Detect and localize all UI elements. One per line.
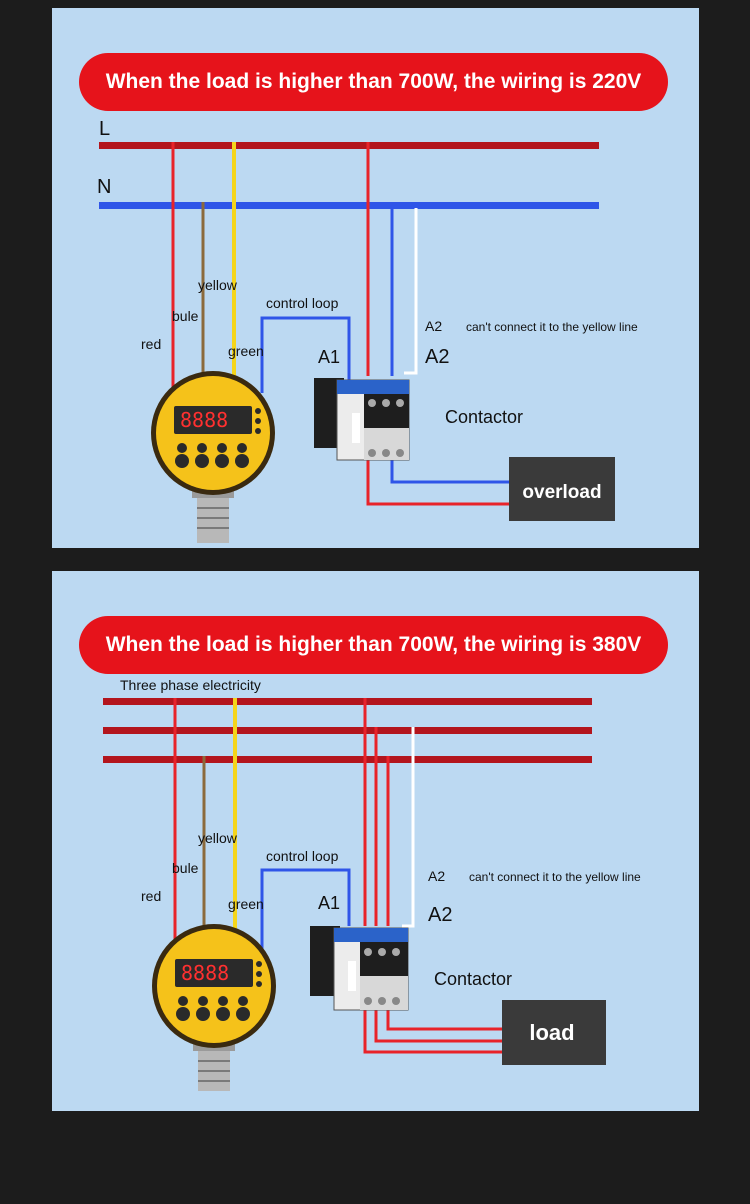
red-label-2: red bbox=[141, 888, 161, 904]
contactor-device bbox=[314, 378, 410, 461]
n-label: N bbox=[97, 176, 111, 198]
output-blue-wire bbox=[390, 448, 509, 484]
overload-box bbox=[509, 457, 615, 521]
control-loop-wire-2 bbox=[260, 868, 351, 956]
yellow-label: yellow bbox=[198, 277, 238, 293]
pressure-controller: 8888 bbox=[151, 371, 275, 543]
a2-label: A2 bbox=[425, 346, 449, 368]
a2-top-label-2: A2 bbox=[428, 868, 445, 884]
a1-label-2: A1 bbox=[318, 893, 340, 913]
wiring-diagram-380v: Three phase electricity 888 bbox=[103, 677, 641, 1091]
bule-label-2: bule bbox=[172, 860, 199, 876]
control-loop-wire bbox=[260, 316, 351, 393]
output-wire-2 bbox=[374, 996, 502, 1043]
green-label-2: green bbox=[228, 896, 264, 912]
banner-220v: When the load is higher than 700W, the w… bbox=[79, 53, 668, 111]
l-line bbox=[99, 142, 599, 149]
contactor-label-2: Contactor bbox=[434, 969, 512, 989]
a2-white-wire-2 bbox=[402, 727, 415, 928]
phase-line-1 bbox=[103, 698, 592, 705]
green-label: green bbox=[228, 343, 264, 359]
l-label: L bbox=[99, 118, 110, 140]
a2-top-label: A2 bbox=[425, 318, 442, 334]
control-loop-label-2: control loop bbox=[266, 848, 339, 864]
output-red-wire bbox=[366, 448, 509, 506]
wiring-panel-380v: When the load is higher than 700W, the w… bbox=[52, 571, 699, 1111]
load-box bbox=[502, 1000, 606, 1065]
red-label: red bbox=[141, 336, 161, 352]
a1-label: A1 bbox=[318, 347, 340, 367]
phase-line-2 bbox=[103, 727, 592, 734]
control-loop-label: control loop bbox=[266, 295, 339, 311]
load-label: load bbox=[529, 1020, 574, 1045]
a2-note-2: can't connect it to the yellow line bbox=[469, 870, 641, 884]
output-wire-1 bbox=[363, 996, 502, 1054]
phase-line-3 bbox=[103, 756, 592, 763]
svg-text:8888: 8888 bbox=[180, 408, 228, 432]
svg-text:8888: 8888 bbox=[181, 961, 229, 985]
contactor-label: Contactor bbox=[445, 407, 523, 427]
contactor-device-2 bbox=[310, 926, 409, 1011]
bule-label: bule bbox=[172, 308, 199, 324]
n-line bbox=[99, 202, 599, 209]
overload-label: overload bbox=[522, 482, 601, 503]
banner-380v: When the load is higher than 700W, the w… bbox=[79, 616, 668, 674]
wiring-panel-220v: When the load is higher than 700W, the w… bbox=[52, 8, 699, 548]
yellow-label-2: yellow bbox=[198, 830, 238, 846]
pressure-controller-2: 8888 bbox=[152, 924, 276, 1091]
a2-note: can't connect it to the yellow line bbox=[466, 320, 638, 334]
a2-white-wire bbox=[404, 208, 418, 375]
wiring-diagram-220v: L N 8888 bbox=[97, 118, 638, 543]
a2-label-2: A2 bbox=[428, 904, 452, 926]
three-phase-label: Three phase electricity bbox=[120, 677, 261, 693]
